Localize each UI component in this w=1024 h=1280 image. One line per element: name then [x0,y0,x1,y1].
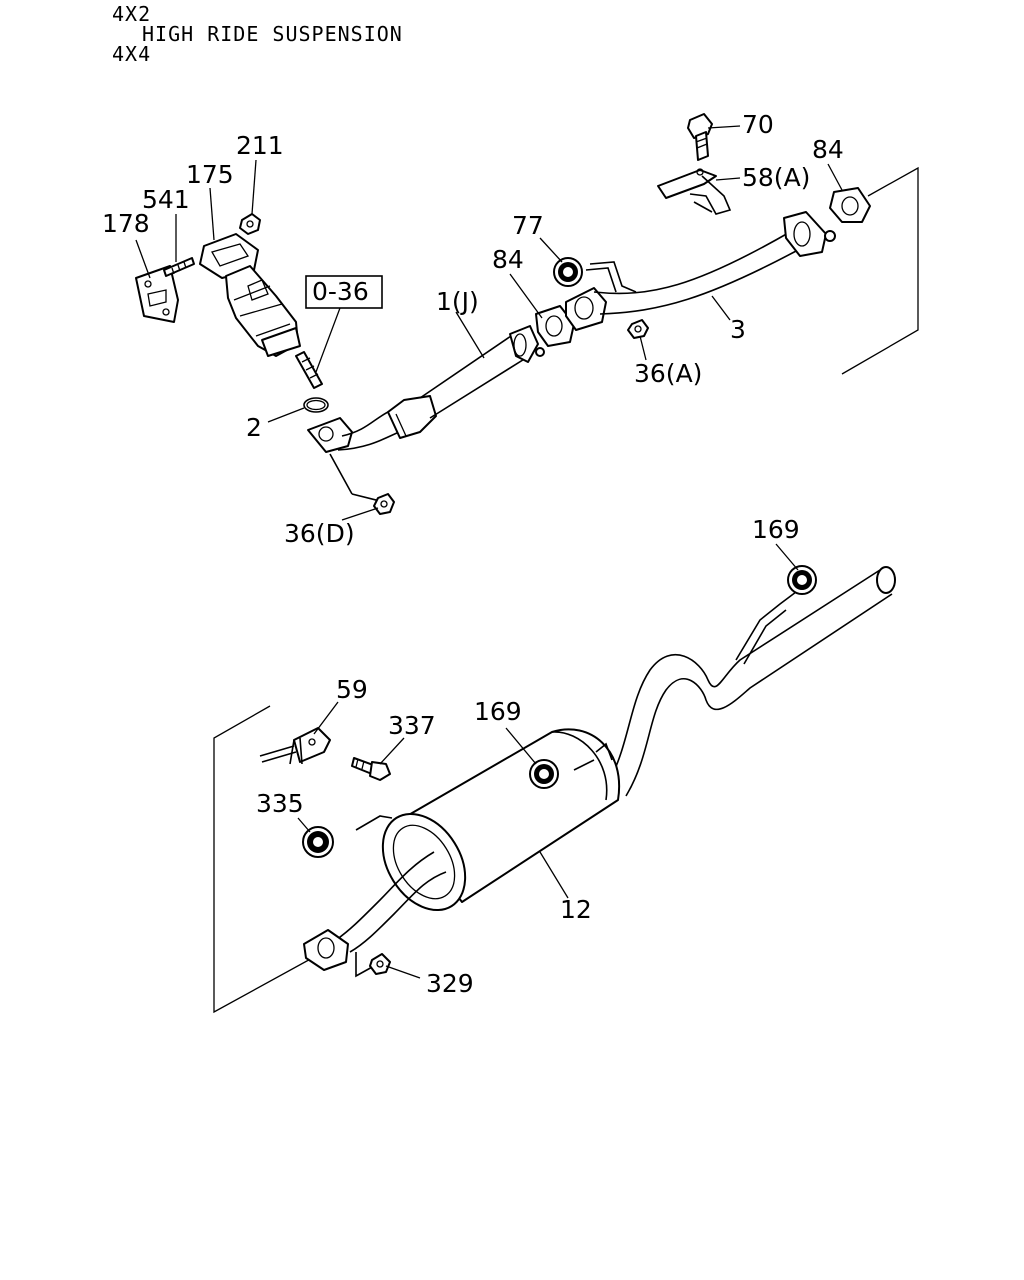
callout-169-middle: 169 [474,697,522,726]
callout-84-right: 84 [812,135,844,164]
gasket-84-middle[interactable] [535,305,575,347]
muffler-12[interactable] [303,566,896,978]
callout-329: 329 [426,969,474,998]
gasket-84-right[interactable] [829,187,871,223]
callout-337: 337 [388,711,436,740]
header-line-4x2: 4X2 [112,2,152,26]
stud-541[interactable] [163,257,195,277]
callout-84-middle: 84 [492,245,524,274]
exhaust-pipe-1j[interactable] [307,325,545,503]
callout-1j: 1(J) [436,287,479,316]
nut-329[interactable] [369,953,391,975]
bracket-59[interactable] [259,727,331,765]
leader-lines [135,125,843,979]
callout-77: 77 [512,211,544,240]
gasket-178[interactable] [135,265,179,323]
hanger-rubber-335[interactable] [302,826,334,858]
bracket-58a[interactable] [657,168,732,215]
callout-2: 2 [246,413,262,442]
bolt-337[interactable] [351,757,391,781]
front-pipe-175[interactable] [199,233,301,357]
callout-70: 70 [742,110,774,139]
nut-211[interactable] [239,213,261,235]
callout-335: 335 [256,789,304,818]
callout-169-top: 169 [752,515,800,544]
callout-59: 59 [336,675,368,704]
callout-541: 541 [142,185,190,214]
callout-175: 175 [186,160,234,189]
exhaust-pipe-3[interactable] [565,211,836,331]
callout-36d: 36(D) [284,519,355,548]
header-line-4x4: 4X4 [112,42,152,66]
hanger-rubber-169-middle[interactable] [529,759,559,789]
callout-211: 211 [236,131,284,160]
callout-3: 3 [730,315,746,344]
nut-36d[interactable] [373,493,395,515]
callout-36a: 36(A) [634,359,702,388]
gasket-0-36[interactable] [295,275,383,389]
callout-58a: 58(A) [742,163,810,192]
callout-178: 178 [102,209,150,238]
callout-labels: 211 175 541 178 0-36 2 36(D) 1(J) 84 77 … [102,110,844,998]
frame-lines [213,166,919,1014]
callout-0-36: 0-36 [312,277,369,306]
ring-gasket-2[interactable] [303,397,329,413]
callout-12: 12 [560,895,592,924]
header-line-suspension: HIGH RIDE SUSPENSION [142,22,403,46]
hanger-rubber-169-top[interactable] [787,565,817,595]
diagram-header: 4X2 HIGH RIDE SUSPENSION 4X4 [112,4,403,64]
nut-36a[interactable] [627,319,649,339]
bolt-70[interactable] [687,113,713,161]
hanger-rubber-77[interactable] [553,257,583,287]
